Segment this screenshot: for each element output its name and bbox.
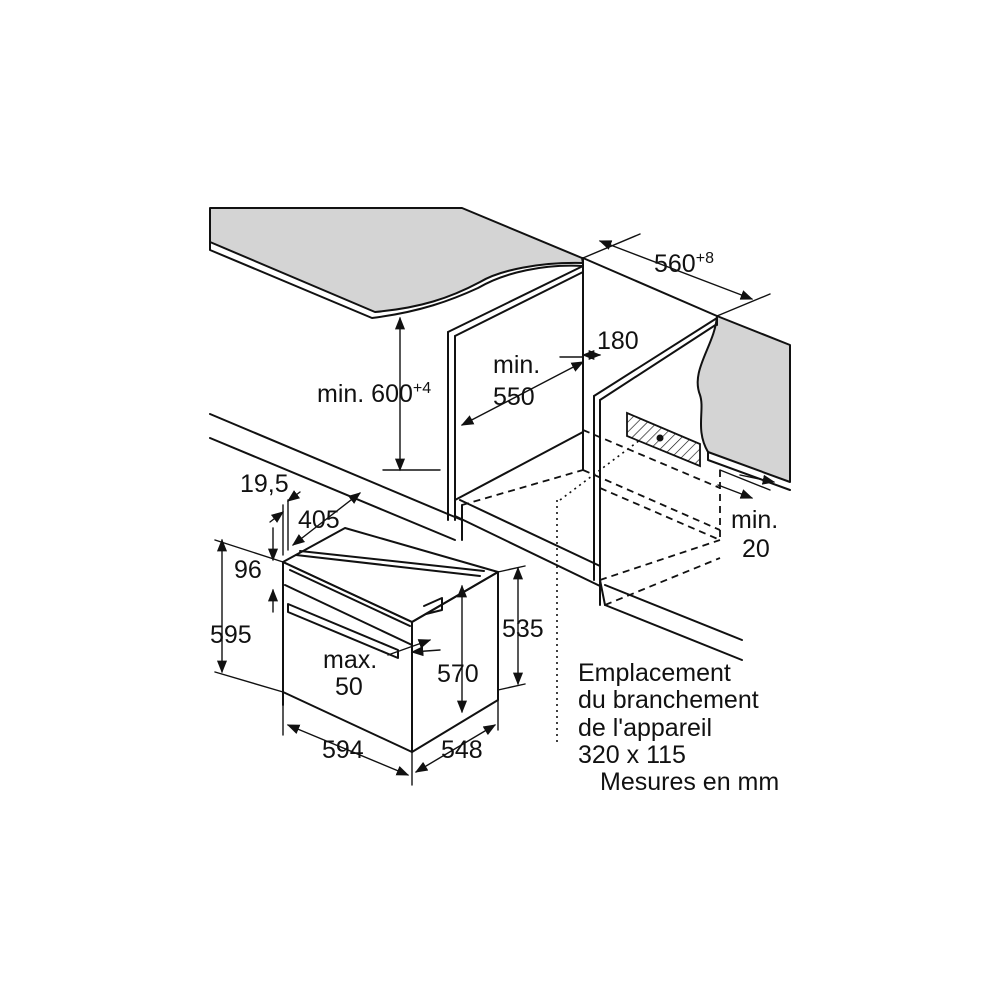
label-handle-projection-line2: 50 <box>335 673 363 701</box>
left-countertop <box>209 207 584 313</box>
connection-socket-icon <box>656 434 664 442</box>
oven <box>282 527 499 753</box>
dim-niche-height <box>382 316 441 472</box>
dim-side-gap <box>717 469 776 499</box>
right-countertop <box>696 315 791 483</box>
dim-rear-opening <box>559 349 602 361</box>
label-control-panel-height: 96 <box>234 556 262 584</box>
connection-note-line4: 320 x 115 <box>578 741 686 769</box>
connection-note-line1: Emplacement <box>578 659 731 687</box>
label-body-height: 570 <box>437 660 479 688</box>
label-rear-opening: 180 <box>597 327 639 355</box>
label-handle-projection-line1: max. <box>323 646 377 674</box>
label-body-depth: 548 <box>441 736 483 764</box>
label-side-gap-line1: min. <box>731 506 778 534</box>
label-oven-width: 594 <box>322 736 364 764</box>
label-niche-depth-line2: 550 <box>493 383 535 411</box>
label-front-panel-thickness: 19,5 <box>240 470 289 498</box>
connection-note-line2: du branchement <box>578 686 759 714</box>
connection-note-line3: de l'appareil <box>578 714 712 742</box>
cabinet <box>209 207 791 742</box>
oven-handle <box>287 603 399 659</box>
units-note: Mesures en mm <box>600 768 779 796</box>
label-rear-height: 535 <box>502 615 544 643</box>
dim-niche-width <box>598 240 754 300</box>
label-niche-width: 560+8 <box>654 250 714 278</box>
label-door-depth: 405 <box>298 506 340 534</box>
label-niche-depth-line1: min. <box>493 351 540 379</box>
label-side-gap-line2: 20 <box>742 535 770 563</box>
label-oven-height: 595 <box>210 621 252 649</box>
niche-hidden-edges <box>461 429 721 606</box>
connection-area-hatch <box>626 411 701 468</box>
oven-dimension-lines <box>214 490 526 786</box>
label-niche-height: min. 600+4 <box>317 380 431 408</box>
dim-niche-depth <box>460 361 585 426</box>
